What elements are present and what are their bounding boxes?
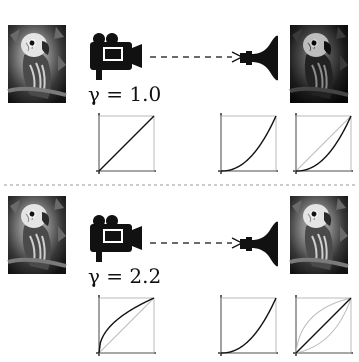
- curve-line: [221, 298, 276, 353]
- row-top: [8, 25, 353, 174]
- curve-box-display-bottom: [218, 295, 278, 356]
- output-photo-top: [290, 25, 348, 103]
- input-photo-top: [8, 25, 66, 103]
- curve-line: [221, 116, 276, 171]
- output-photo-bottom: [290, 196, 348, 274]
- video-camera-icon: [90, 33, 142, 80]
- input-photo-bottom: [8, 196, 66, 274]
- dashed-arrow-top: [150, 52, 242, 62]
- curve-box-encoding-bottom: [96, 295, 156, 356]
- gamma-label-bottom: γ = 2.2: [88, 264, 161, 288]
- curve-box-encoding-top: [96, 113, 156, 174]
- crt-display-icon: [240, 36, 278, 81]
- dashed-arrow-bottom: [150, 238, 242, 248]
- curve-line: [99, 116, 154, 171]
- gamma-label-top: γ = 1.0: [88, 82, 161, 106]
- curve-box-display-top: [218, 113, 278, 174]
- video-camera-icon: [90, 215, 142, 262]
- curve-line: [296, 298, 351, 353]
- reference-diagonal: [296, 116, 351, 171]
- row-bottom: [8, 196, 353, 356]
- crt-display-icon: [240, 222, 278, 267]
- reference-diagonal: [99, 298, 154, 353]
- curve-box-result-top: [293, 113, 353, 174]
- curve-box-result-bottom: [293, 295, 353, 356]
